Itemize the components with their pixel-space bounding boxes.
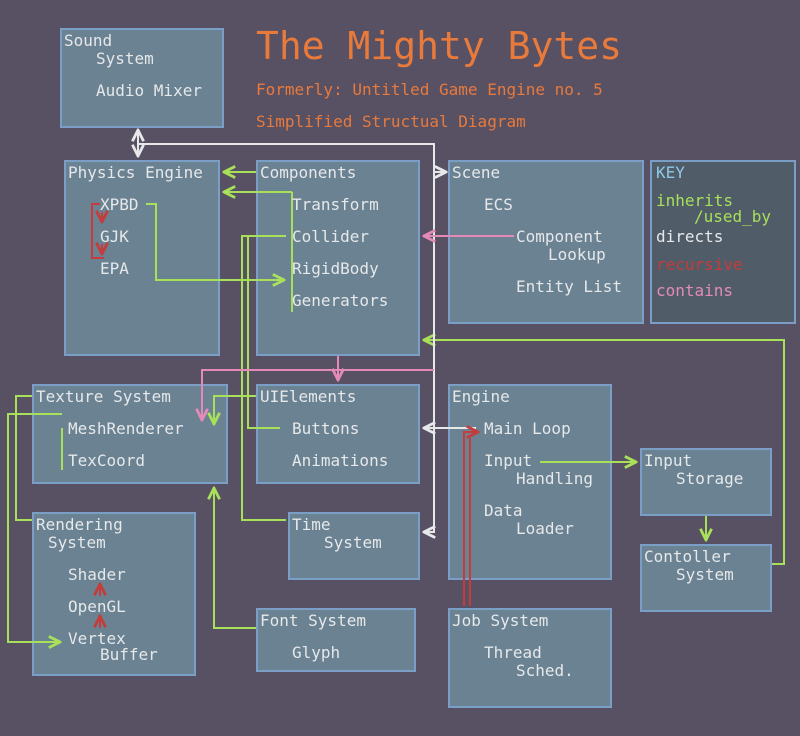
input-storage-title-2: Storage (676, 469, 744, 488)
time-system-title-2: System (324, 533, 382, 552)
component-lookup-label: Component (516, 227, 603, 246)
shader-label: Shader (68, 565, 126, 584)
key-legend-box (650, 160, 796, 324)
scene-title: Scene (452, 163, 501, 182)
edge-uielements-meshrenderer (214, 395, 256, 424)
edge-texture-rendering-1 (15, 395, 32, 521)
controller-system-box (640, 544, 772, 612)
buttons-label: Buttons (292, 419, 360, 438)
edge-xpbd-rigidbody (146, 203, 284, 280)
edge-epa-xpbd (91, 203, 104, 259)
key-inherits: inherits (656, 191, 734, 210)
page-title: The Mighty Bytes (256, 24, 623, 68)
key-contains: contains (656, 281, 734, 300)
physics-engine-title: Physics Engine (68, 163, 203, 182)
texture-system-box (32, 384, 228, 484)
generators-label: Generators (292, 291, 389, 310)
opengl-label: OpenGL (68, 597, 126, 616)
scene-box (448, 160, 644, 324)
key-recursive: recursive (656, 255, 743, 274)
texcoord-label: TexCoord (68, 451, 146, 470)
edge-main-scene (138, 143, 446, 172)
controller-system-title-2: System (676, 565, 734, 584)
texture-system-title: Texture System (36, 387, 171, 406)
controller-system-title: Contoller (644, 547, 731, 566)
time-system-box (288, 512, 420, 580)
edge-meshrenderer-vertex (7, 413, 62, 642)
uielements-title: UIElements (260, 387, 357, 406)
key-directs: directs (656, 227, 724, 246)
thread-sched-label: Thread (484, 643, 542, 662)
engine-title: Engine (452, 387, 510, 406)
vertex-buffer-label-2: Buffer (100, 645, 158, 664)
time-system-title: Time (292, 515, 331, 534)
edge-scene-texture (202, 369, 434, 420)
data-loader-label-2: Loader (516, 519, 574, 538)
input-handling-label-2: Handling (516, 469, 594, 488)
input-storage-title: Input (644, 451, 693, 470)
rendering-system-title: Rendering (36, 515, 123, 534)
vertex-buffer-label: Vertex (68, 629, 126, 648)
diagram-caption: Simplified Structual Diagram (256, 112, 526, 131)
job-system-box (448, 608, 612, 708)
ecs-label: ECS (484, 195, 513, 214)
job-system-title: Job System (452, 611, 549, 630)
animations-label: Animations (292, 451, 389, 470)
main-loop-label: Main Loop (484, 419, 571, 438)
data-loader-label: Data (484, 501, 523, 520)
sound-system-title-2: System (96, 49, 154, 68)
page-subtitle: Formerly: Untitled Game Engine no. 5 (256, 80, 603, 99)
key-title: KEY (656, 163, 685, 182)
glyph-label: Glyph (292, 643, 341, 662)
edge-controller-scene (424, 340, 785, 565)
edge-scene-time (424, 172, 434, 532)
font-system-title: Font System (260, 611, 366, 630)
font-system-box (256, 608, 416, 672)
rigidbody-label: RigidBody (292, 259, 379, 278)
meshrenderer-label: MeshRenderer (68, 419, 184, 438)
epa-label: EPA (100, 259, 129, 278)
gjk-label: GJK (100, 227, 129, 246)
rendering-system-title-2: System (48, 533, 106, 552)
collider-label: Collider (292, 227, 370, 246)
uielements-box (256, 384, 420, 484)
edge-font-texture (214, 488, 256, 629)
edge-collider-time (241, 235, 286, 521)
engine-box (448, 384, 612, 580)
components-title: Components (260, 163, 357, 182)
sound-system-title: Sound (64, 31, 113, 50)
thread-sched-label-2: Sched. (516, 661, 574, 680)
audio-mixer-label: Audio Mixer (96, 81, 202, 100)
entity-list-label: Entity List (516, 277, 622, 296)
component-lookup-label-2: Lookup (548, 245, 606, 264)
physics-engine-box (64, 160, 220, 356)
input-handling-label: Input (484, 451, 533, 470)
xpbd-label: XPBD (100, 195, 139, 214)
edge-job-mainloop-1 (463, 432, 478, 606)
input-storage-box (640, 448, 772, 516)
transform-label: Transform (292, 195, 379, 214)
sound-system-box (60, 28, 224, 128)
key-used-by: /used_by (694, 207, 772, 226)
